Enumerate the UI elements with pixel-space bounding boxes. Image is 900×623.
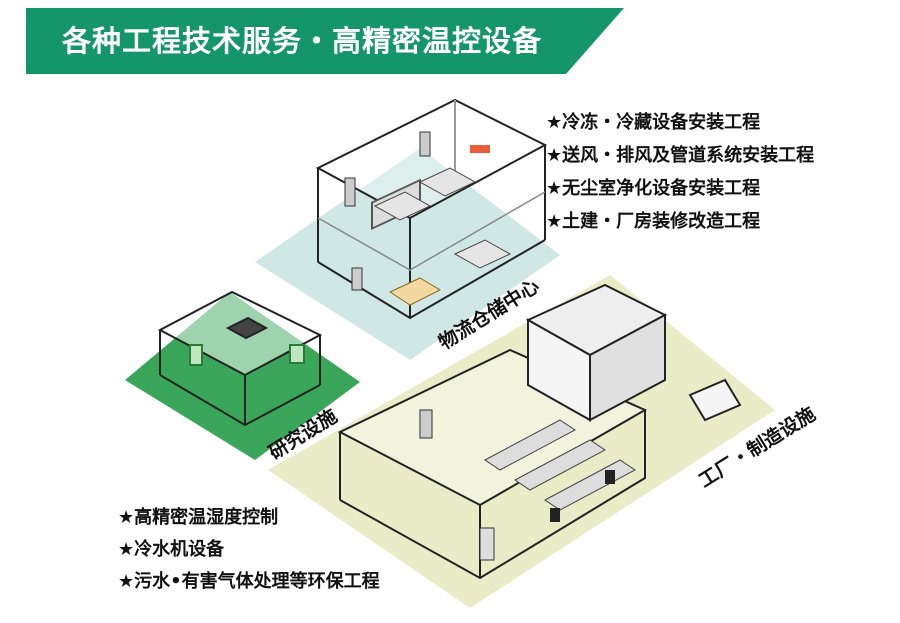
- cooling-units: [344, 131, 512, 306]
- service-item: ★无尘室净化设备安装工程: [546, 178, 761, 199]
- services-list-bottom: ★高精密温湿度控制 ★冷水机设备 ★污水•有害气体处理等环保工程: [118, 502, 380, 598]
- banner-background: [26, 8, 624, 74]
- service-item: ★高精密温湿度控制: [118, 507, 279, 528]
- services-list-top: ★冷冻・冷藏设备安装工程 ★送风・排风及管道系统安装工程 ★无尘室净化设备安装工…: [546, 106, 814, 238]
- production-lines: [419, 409, 636, 561]
- banner-title: 各种工程技术服务・高精密温控设备: [62, 24, 543, 58]
- research-building: [157, 290, 323, 427]
- service-item: ★污水•有害气体处理等环保工程: [118, 571, 380, 592]
- service-item: ★土建・厂房装修改造工程: [546, 211, 761, 232]
- factory-building: [337, 283, 742, 580]
- service-item: ★送风・排风及管道系统安装工程: [546, 145, 815, 166]
- logistics-floor: [255, 148, 560, 360]
- service-item: ★冷水机设备: [118, 539, 225, 560]
- service-item: ★冷冻・冷藏设备安装工程: [546, 112, 761, 133]
